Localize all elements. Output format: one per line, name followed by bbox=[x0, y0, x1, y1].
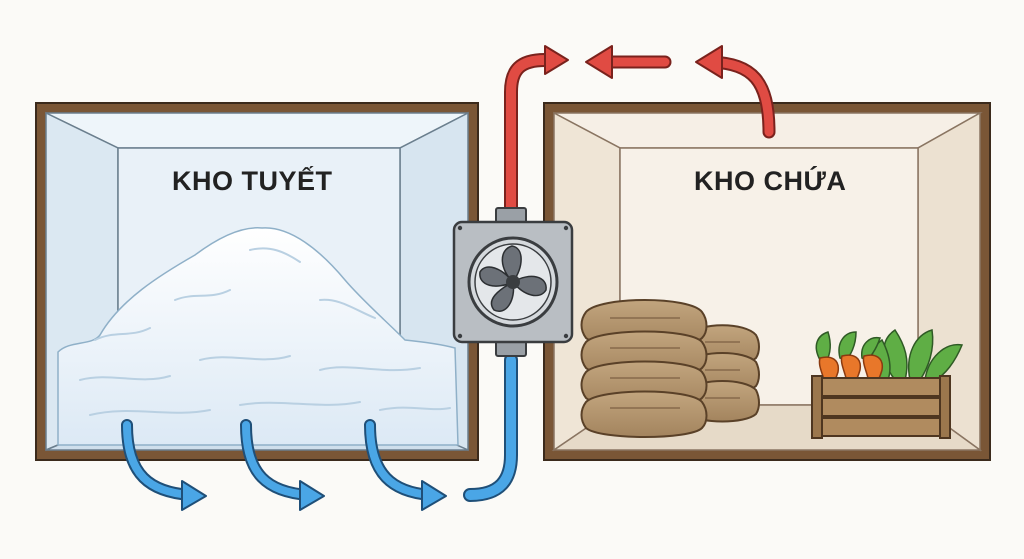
warm-air-arrow-1 bbox=[695, 45, 776, 139]
storage-room bbox=[543, 45, 991, 461]
snow-room-ceiling bbox=[45, 112, 469, 149]
snow-room-label: KHO TUYẾT bbox=[172, 166, 333, 196]
snow-room bbox=[35, 102, 479, 511]
cold-air-arrow-3 bbox=[364, 419, 447, 511]
storage-room-label: KHO CHỨA bbox=[694, 166, 847, 196]
fan-unit bbox=[452, 207, 574, 357]
cold-air-arrow-2 bbox=[240, 419, 325, 511]
warm-air-arrow-2 bbox=[585, 45, 672, 79]
air-duct-system bbox=[452, 45, 574, 502]
sack-stack-icon bbox=[580, 299, 760, 438]
cold-air-arrow-1 bbox=[121, 419, 207, 511]
warm-duct bbox=[504, 45, 569, 219]
fan-icon bbox=[467, 236, 559, 328]
cold-duct bbox=[463, 353, 518, 502]
snow-pile-icon bbox=[57, 227, 459, 446]
vegetable-crate-icon bbox=[811, 328, 964, 439]
cold-air-outflow-arrows bbox=[121, 419, 447, 511]
warm-air-return-arrows bbox=[585, 45, 776, 139]
